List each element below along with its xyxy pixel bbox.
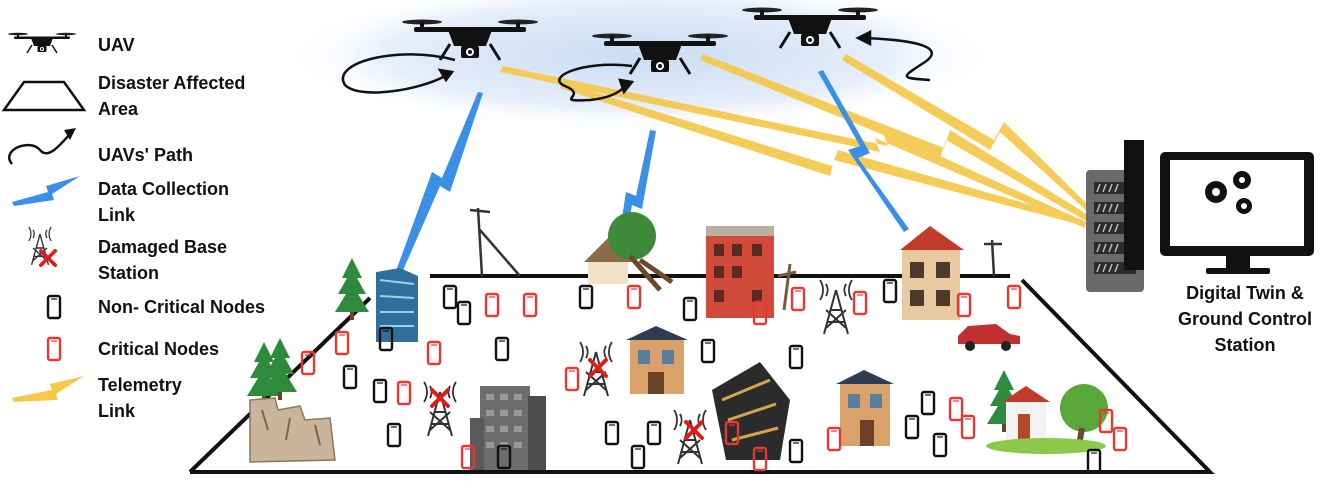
legend-icons xyxy=(1,32,87,402)
legend-data-link-label: Data Collection Link xyxy=(98,179,230,225)
legend-damaged-bs-label: Damaged Base Station xyxy=(98,237,228,283)
legend-area-label: Disaster Affected Area xyxy=(98,73,246,119)
area-trapezoid-icon xyxy=(1,80,87,112)
legend-path-label: UAVs' Path xyxy=(98,145,193,165)
station-label: Digital Twin & Ground Control Station xyxy=(1178,283,1312,355)
path-arrow-icon xyxy=(8,128,76,165)
scenery xyxy=(247,207,1108,470)
lightning-icon xyxy=(12,376,84,402)
legend: UAV Disaster Affected Area UAVs' Path Da… xyxy=(0,0,330,430)
legend-critical-label: Critical Nodes xyxy=(98,339,220,359)
uav-paths xyxy=(341,29,933,102)
monitor-gears-icon xyxy=(1124,140,1314,274)
legend-non-critical-label: Non- Critical Nodes xyxy=(98,297,266,317)
legend-uav-label: UAV xyxy=(98,35,135,55)
lightning-icon xyxy=(12,176,80,206)
legend-telemetry-label: Telemetry Link xyxy=(98,375,182,421)
